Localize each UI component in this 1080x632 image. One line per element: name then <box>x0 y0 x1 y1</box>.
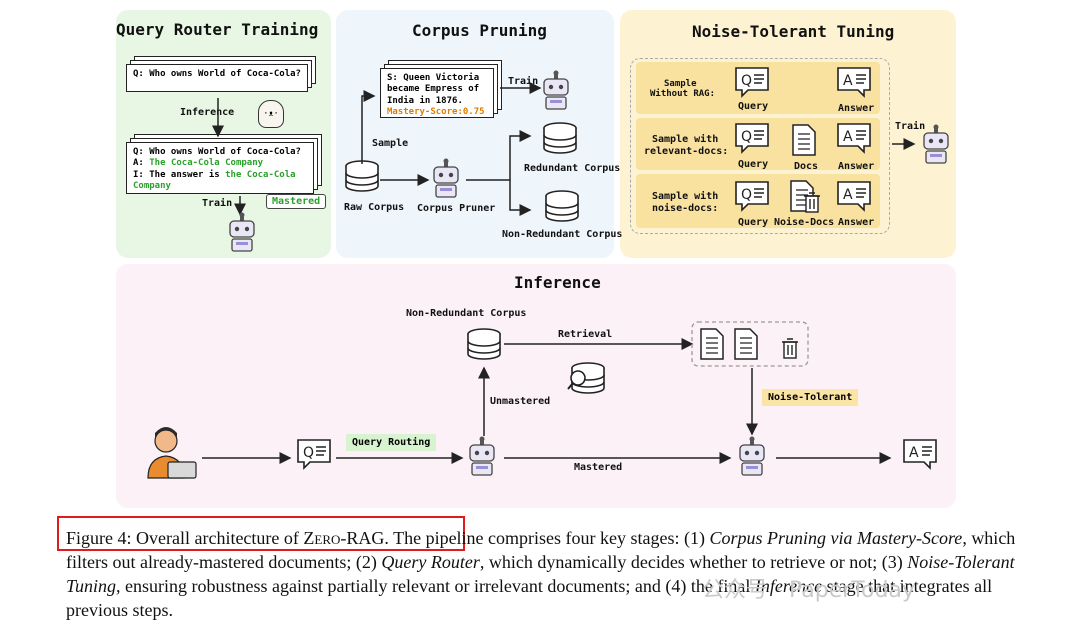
watermark: 公众号 · PaperToday <box>702 578 915 603</box>
noise-tolerant-title: Noise-Tolerant Tuning <box>692 22 895 41</box>
to-redundant-arrow <box>466 130 532 181</box>
sample-line2: became Empress of <box>387 84 480 95</box>
row1-label2: Without RAG: <box>650 89 716 99</box>
row2-answer-icon <box>837 123 871 153</box>
question-text: Q: Who owns World of Coca-Cola? <box>133 69 301 79</box>
row2-query-label: Query <box>738 159 769 170</box>
caption-i3: Noise-Tolerant Tuning <box>66 552 1015 596</box>
answer-i-prefix: I: The answer is <box>133 169 226 180</box>
sample-score: Mastery-Score:0.75 <box>387 106 485 117</box>
row1-query-icon <box>735 67 769 97</box>
answer-i-value: the Coca-Cola <box>225 169 296 180</box>
noise-tolerant-tag: Noise-Tolerant <box>762 389 859 406</box>
row3-bin-icon <box>803 192 821 213</box>
row2-docs-icon <box>792 124 816 156</box>
mastered-badge: Mastered <box>266 194 327 209</box>
caption-i1: Corpus Pruning via Mastery-Score <box>709 528 963 548</box>
row3-answer-icon <box>837 181 871 211</box>
query-routing-tag: Query Routing <box>346 434 437 451</box>
retrieval-label: Retrieval <box>558 329 613 340</box>
inference-panel <box>116 264 956 508</box>
noise-train-robot-icon <box>923 123 949 164</box>
sample-arrow <box>361 90 376 164</box>
noise-train-label: Train <box>895 121 926 132</box>
sample-card: S: Queen Victoria became Empress of Indi… <box>380 68 494 118</box>
caption-label: Figure 4: Overall architecture of <box>66 528 304 548</box>
row1-answer-label: Answer <box>838 103 875 114</box>
answer-question: Q: Who owns World of Coca-Cola? <box>133 147 301 157</box>
unmastered-label: Unmastered <box>490 396 551 407</box>
raw-corpus-label: Raw Corpus <box>344 202 405 213</box>
inference-label: Inference <box>180 107 235 118</box>
row2-label1: Sample with <box>652 134 719 145</box>
answer-card: Q: Who owns World of Coca-Cola? A: The C… <box>126 142 314 194</box>
answer-a-value: The Coca-Cola Company <box>149 158 264 169</box>
sample-line3: India in 1876. <box>387 95 463 106</box>
caption-rag: -RAG. <box>340 528 389 548</box>
row2-query-icon <box>735 123 769 153</box>
pruning-train-robot-icon <box>543 69 569 110</box>
retrieved-doc2-icon <box>734 328 758 360</box>
to-non-redundant-arrow <box>509 180 532 216</box>
caption-t2: , which filters out already-mastered doc… <box>66 528 1016 572</box>
inf-router-robot-icon <box>469 435 495 476</box>
router-robot-icon <box>229 211 255 252</box>
row1-answer-icon <box>837 67 871 97</box>
row1-query-label: Query <box>738 101 769 112</box>
alpaca-icon: ·ᴥ· <box>258 100 284 128</box>
inf-db-icon <box>467 328 501 360</box>
inf-answer-icon <box>903 439 937 469</box>
caption-t1: The pipeline comprises four key stages: … <box>388 528 710 548</box>
inf-non-redundant-label: Non-Redundant Corpus <box>406 308 527 319</box>
inf-query-icon <box>297 439 331 469</box>
row2-answer-label: Answer <box>838 161 875 172</box>
row3-label1: Sample with <box>652 191 719 202</box>
figure-caption: Figure 4: Overall architecture of Zero-R… <box>66 526 1026 622</box>
caption-zero: Zero <box>303 528 341 548</box>
row3-query-label: Query <box>738 217 769 228</box>
answer-i-value2: Company <box>133 180 171 191</box>
noise-dashed-box <box>630 58 890 234</box>
redundant-db-icon <box>543 122 577 154</box>
question-card: Q: Who owns World of Coca-Cola? <box>126 64 308 92</box>
row3-noisedocs-label: Noise-Docs <box>774 217 835 228</box>
row1-label1: Sample <box>664 79 697 89</box>
corpus-pruner-label: Corpus Pruner <box>417 203 496 214</box>
caption-t5: stage that integrates all previous steps… <box>66 576 993 620</box>
raw-corpus-db-icon <box>345 160 379 192</box>
inf-generator-robot-icon <box>739 435 765 476</box>
pruning-train-label: Train <box>508 76 539 87</box>
mastered-label: Mastered <box>574 462 623 473</box>
caption-t3: , which dynamically decides whether to r… <box>479 552 908 572</box>
row2-label2: relevant-docs: <box>644 146 729 157</box>
pruning-sample-label: Sample <box>372 138 409 149</box>
caption-i4: Inference <box>754 576 823 596</box>
query-router-title: Query Router Training <box>116 20 319 39</box>
non-redundant-corpus-label: Non-Redundant Corpus <box>502 229 623 240</box>
answer-a-prefix: A: <box>133 158 150 169</box>
non-redundant-db-icon <box>545 190 579 222</box>
row3-answer-label: Answer <box>838 217 875 228</box>
sample-line1: S: Queen Victoria <box>387 73 480 83</box>
caption-i2: Query Router <box>381 552 480 572</box>
row3-query-icon <box>735 181 769 211</box>
inference-title: Inference <box>514 273 601 292</box>
row3-label2: noise-docs: <box>652 203 719 214</box>
highlight-box <box>57 516 465 551</box>
corpus-pruning-title: Corpus Pruning <box>412 21 547 40</box>
caption-t4: , ensuring robustness against partially … <box>116 576 755 596</box>
row2-docs-label: Docs <box>794 161 819 172</box>
retrieved-docs-box <box>691 321 809 367</box>
corpus-pruner-icon <box>433 157 459 198</box>
router-train-label: Train <box>202 198 233 209</box>
retrieved-doc1-icon <box>700 328 724 360</box>
retrieval-search-icon <box>567 362 605 394</box>
redundant-corpus-label: Redundant Corpus <box>524 163 621 174</box>
retrieved-bin-icon <box>781 338 799 359</box>
user-avatar-icon <box>147 427 197 479</box>
